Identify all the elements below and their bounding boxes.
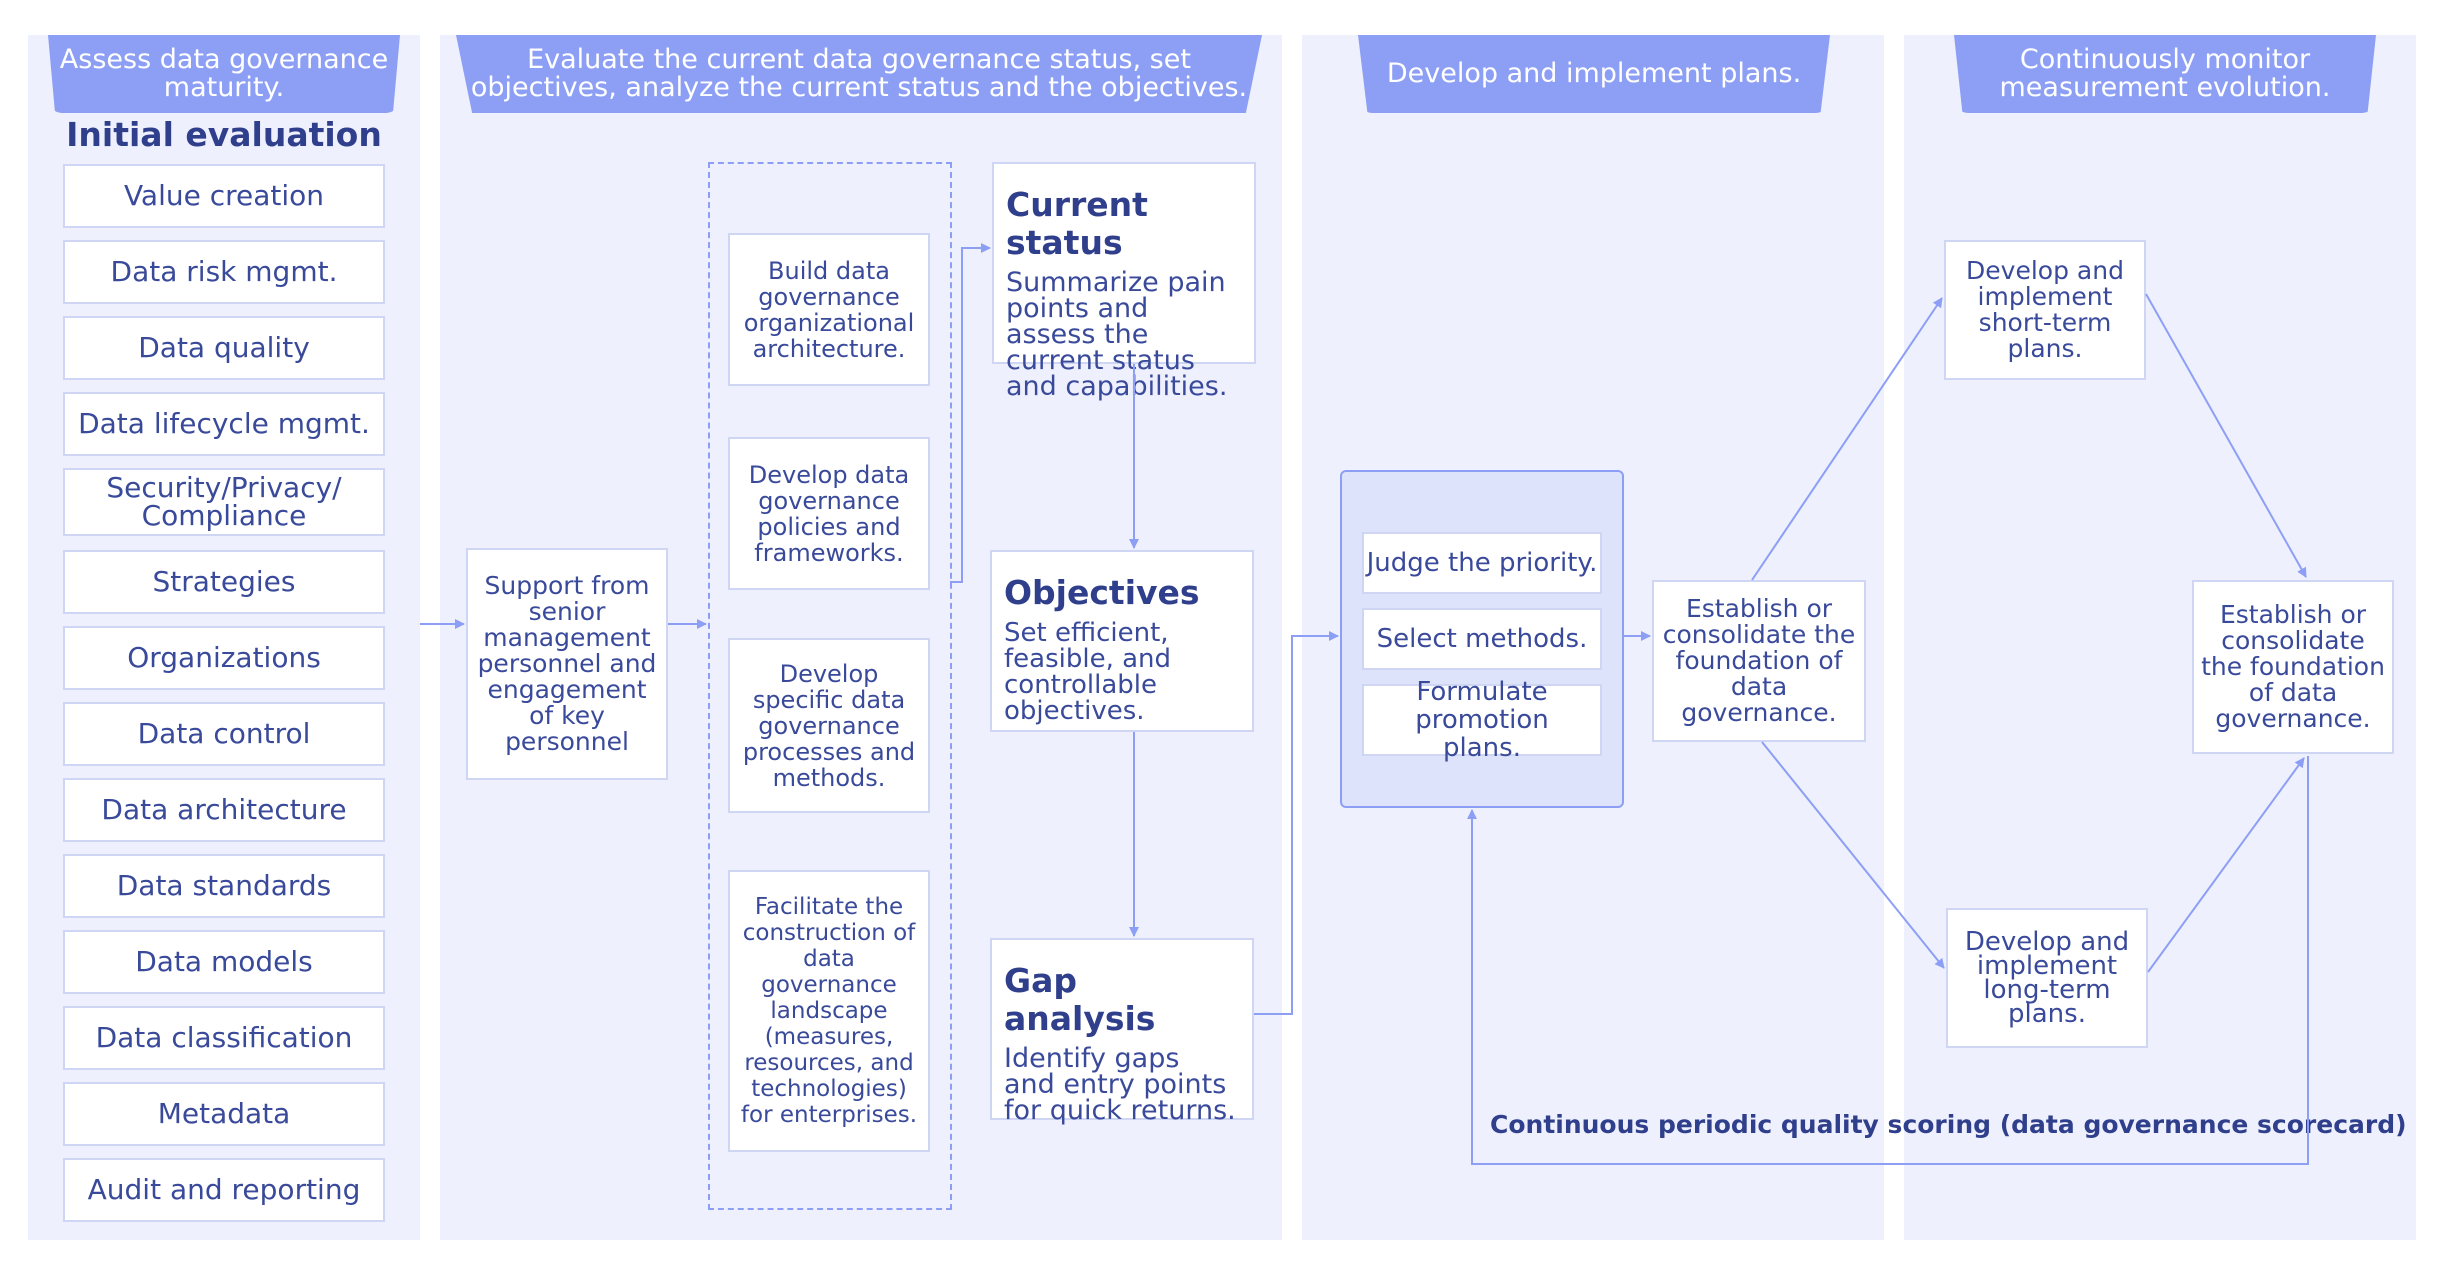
foundation-box: Facilitate the construction of data gove… — [728, 870, 930, 1152]
scorecard-label: Continuous periodic quality scoring (dat… — [1490, 1110, 2407, 1139]
foundation-box: Develop data governance policies and fra… — [728, 437, 930, 590]
foundations-group — [708, 162, 952, 1210]
stage-header-plan: Develop and implement plans. — [1358, 35, 1830, 113]
arrow-scorecard-loop — [1467, 756, 2309, 1165]
eval-item: Security/Privacy/ Compliance — [63, 468, 385, 536]
stage-header-assess: Assess data governance maturity. — [48, 35, 400, 113]
stage-header-monitor: Continuously monitor measurement evoluti… — [1954, 35, 2376, 113]
arrow-establish-to-short — [1751, 297, 1943, 581]
eval-item: Data models — [63, 930, 385, 994]
arrow-establish-to-long — [1761, 741, 1945, 969]
eval-item: Data classification — [63, 1006, 385, 1070]
foundation-box: Develop specific data governance process… — [728, 638, 930, 813]
eval-item: Data standards — [63, 854, 385, 918]
objectives-desc: Set efficient, feasible, and controllabl… — [1004, 618, 1172, 726]
objectives-box: Objectives Set efficient, feasible, and … — [990, 550, 1254, 732]
current-status-desc: Summarize pain points and assess the cur… — [1006, 267, 1228, 402]
stage-header-evaluate: Evaluate the current data governance sta… — [456, 35, 1262, 113]
eval-item: Metadata — [63, 1082, 385, 1146]
current-status-box: Current status Summarize pain points and… — [992, 162, 1256, 400]
establish-box: Establish or consolidate the foundation … — [1652, 580, 1866, 742]
eval-item: Strategies — [63, 550, 385, 614]
objectives-title: Objectives — [1004, 573, 1200, 612]
plan-step: Judge the priority. — [1362, 532, 1602, 594]
foundation-box: Build data governance organizational arc… — [728, 233, 930, 386]
short-term-plans-box: Develop and implement short-term plans. — [1944, 240, 2146, 380]
long-term-plans-box: Develop and implement long-term plans. — [1946, 908, 2148, 1048]
gap-analysis-box: Gap analysis Identify gaps and entry poi… — [990, 938, 1254, 1124]
arrow-short-to-final — [2145, 293, 2307, 578]
establish-final-box: Establish or consolidate the foundation … — [2192, 580, 2394, 754]
eval-item: Data risk mgmt. — [63, 240, 385, 304]
plan-step: Select methods. — [1362, 608, 1602, 670]
arrow-gap-to-plan — [1254, 631, 1339, 1015]
initial-evaluation-title: Initial evaluation — [66, 115, 382, 154]
gap-analysis-desc: Identify gaps and entry points for quick… — [1004, 1043, 1236, 1126]
eval-item: Data lifecycle mgmt. — [63, 392, 385, 456]
support-box: Support from senior management personnel… — [466, 548, 668, 780]
eval-item: Data control — [63, 702, 385, 766]
arrow-long-to-final — [2147, 757, 2305, 973]
arrow-foundations-to-status — [950, 243, 991, 583]
eval-item: Organizations — [63, 626, 385, 690]
eval-item: Audit and reporting — [63, 1158, 385, 1222]
eval-item: Value creation — [63, 164, 385, 228]
eval-item: Data quality — [63, 316, 385, 380]
current-status-title: Current status — [1006, 185, 1148, 262]
eval-item: Data architecture — [63, 778, 385, 842]
gap-analysis-title: Gap analysis — [1004, 961, 1156, 1038]
